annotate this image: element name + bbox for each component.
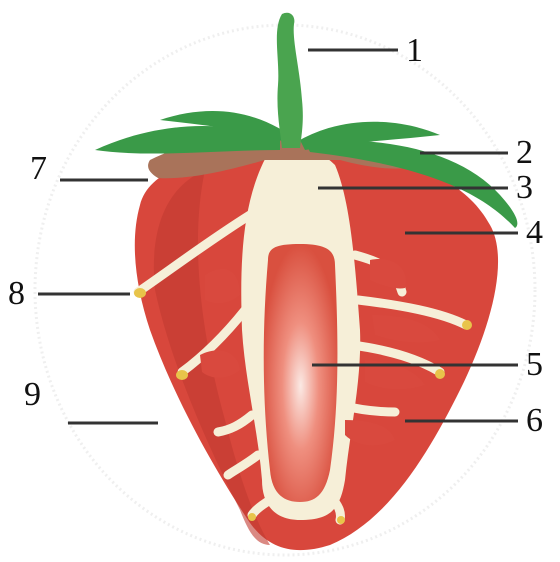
label-3: 3 <box>516 171 533 205</box>
label-9: 9 <box>24 378 41 412</box>
label-5: 5 <box>526 348 543 382</box>
label-7: 7 <box>30 152 47 186</box>
stem <box>277 13 303 148</box>
label-2: 2 <box>516 136 533 170</box>
pith <box>264 244 338 502</box>
label-4: 4 <box>526 216 543 250</box>
label-6: 6 <box>526 404 543 438</box>
label-8: 8 <box>8 277 25 311</box>
label-1: 1 <box>406 34 423 68</box>
